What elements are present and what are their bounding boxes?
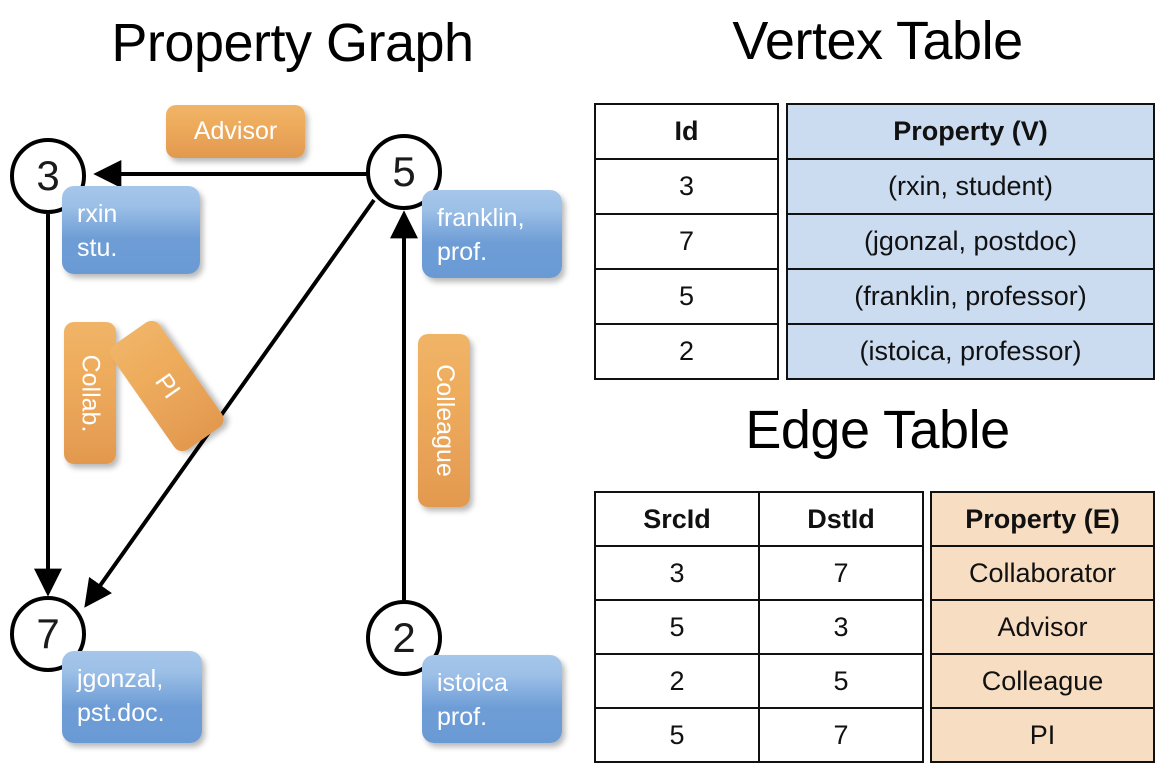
table-row[interactable]: Collaborator — [930, 545, 1155, 601]
table-row[interactable]: 2 — [594, 323, 779, 380]
page-title-vertex-table: Vertex Table — [732, 11, 1023, 71]
table-row[interactable]: (istoica, professor) — [786, 323, 1155, 380]
vertex-table-id-column: Id 3 7 5 2 — [594, 103, 779, 380]
node-property-callout-7-line1: jgonzal, — [77, 665, 164, 693]
graph-node-5-label: 5 — [392, 148, 416, 195]
node-property-callout-5-line2: prof. — [437, 237, 488, 266]
vertex-table-header-property: Property (V) — [786, 103, 1155, 160]
edge-table-header-dstid: DstId — [758, 491, 924, 547]
edge-table-cell-dstid: 5 — [758, 653, 924, 709]
edge-table-cell-property: Advisor — [930, 599, 1155, 655]
table-header-row: Id — [594, 103, 779, 160]
edge-table-cell-dstid: 3 — [758, 599, 924, 655]
vertex-table-property-column: Property (V) (rxin, student) (jgonzal, p… — [786, 103, 1155, 380]
vertex-table-cell-id: 5 — [594, 268, 779, 325]
vertex-table-cell-id: 3 — [594, 158, 779, 215]
edge-label-advisor-text: Advisor — [193, 117, 278, 145]
graph-node-5[interactable]: 5 — [366, 134, 442, 210]
node-property-callout-7: jgonzal, pst.doc. — [62, 651, 202, 743]
table-header-row: SrcId DstId — [594, 491, 924, 547]
table-row[interactable]: 7 — [594, 213, 779, 270]
table-header-row: Property (V) — [786, 103, 1155, 160]
edge-table-cell-srcid: 3 — [594, 545, 760, 601]
vertex-table-cell-property: (istoica, professor) — [786, 323, 1155, 380]
table-row[interactable]: (franklin, professor) — [786, 268, 1155, 325]
table-row[interactable]: (rxin, student) — [786, 158, 1155, 215]
graph-node-2[interactable]: 2 — [366, 600, 442, 676]
edge-table-id-columns: SrcId DstId 3 7 5 3 2 5 5 7 — [594, 491, 924, 763]
node-property-callout-3-line1: rxin — [77, 200, 118, 228]
edge-label-colleague: Colleague — [418, 334, 470, 507]
edge-5-to-7 — [84, 198, 376, 608]
table-row[interactable]: 5 3 — [594, 599, 924, 655]
vertex-table-cell-property: (franklin, professor) — [786, 268, 1155, 325]
property-graph-diagram: 3 5 7 2 rxin stu. franklin, prof. jgonza… — [0, 0, 585, 760]
table-row[interactable]: (jgonzal, postdoc) — [786, 213, 1155, 270]
edge-table-cell-property: Collaborator — [930, 545, 1155, 601]
graph-node-7-label: 7 — [36, 610, 60, 657]
edge-table-cell-srcid: 5 — [594, 599, 760, 655]
edge-table-property-column: Property (E) Collaborator Advisor Collea… — [930, 491, 1155, 763]
edge-table-cell-srcid: 2 — [594, 653, 760, 709]
node-property-callout-2: istoica prof. — [422, 655, 562, 743]
edge-label-pi-text: PI — [149, 368, 186, 404]
graph-edges-svg — [34, 160, 418, 608]
vertex-table-cell-id: 7 — [594, 213, 779, 270]
edge-table-cell-srcid: 5 — [594, 707, 760, 763]
node-property-callout-2-line2: prof. — [437, 702, 488, 731]
edge-label-collab: Collab. — [64, 322, 116, 464]
table-row[interactable]: 5 7 — [594, 707, 924, 763]
graph-node-2-label: 2 — [392, 614, 416, 661]
table-row[interactable]: 5 — [594, 268, 779, 325]
table-row[interactable]: PI — [930, 707, 1155, 763]
edge-label-collab-text: Collab. — [76, 354, 105, 432]
edge-table-header-property: Property (E) — [930, 491, 1155, 547]
table-row[interactable]: Advisor — [930, 599, 1155, 655]
node-property-callout-7-line2: pst.doc. — [77, 698, 165, 727]
table-row[interactable]: 2 5 — [594, 653, 924, 709]
vertex-table-cell-property: (jgonzal, postdoc) — [786, 213, 1155, 270]
vertex-table-cell-id: 2 — [594, 323, 779, 380]
edge-label-colleague-text: Colleague — [430, 364, 459, 477]
table-row[interactable]: 3 7 — [594, 545, 924, 601]
edge-label-advisor: Advisor — [166, 105, 305, 158]
page-title-edge-table: Edge Table — [745, 400, 1010, 460]
node-property-callout-3: rxin stu. — [62, 186, 200, 274]
node-property-callout-3-line2: stu. — [77, 233, 118, 262]
edge-table-cell-property: PI — [930, 707, 1155, 763]
page-title-property-graph: Property Graph — [111, 13, 474, 73]
edge-table-cell-property: Colleague — [930, 653, 1155, 709]
edge-table-cell-dstid: 7 — [758, 545, 924, 601]
node-property-callout-5: franklin, prof. — [422, 190, 562, 278]
node-property-callout-2-line1: istoica — [437, 669, 508, 697]
table-row[interactable]: Colleague — [930, 653, 1155, 709]
node-property-callout-5-line1: franklin, — [437, 204, 525, 232]
edge-table-cell-dstid: 7 — [758, 707, 924, 763]
table-header-row: Property (E) — [930, 491, 1155, 547]
table-row[interactable]: 3 — [594, 158, 779, 215]
vertex-table-header-id: Id — [594, 103, 779, 160]
vertex-table-cell-property: (rxin, student) — [786, 158, 1155, 215]
graph-node-3-label: 3 — [36, 152, 60, 199]
edge-table-header-srcid: SrcId — [594, 491, 760, 547]
